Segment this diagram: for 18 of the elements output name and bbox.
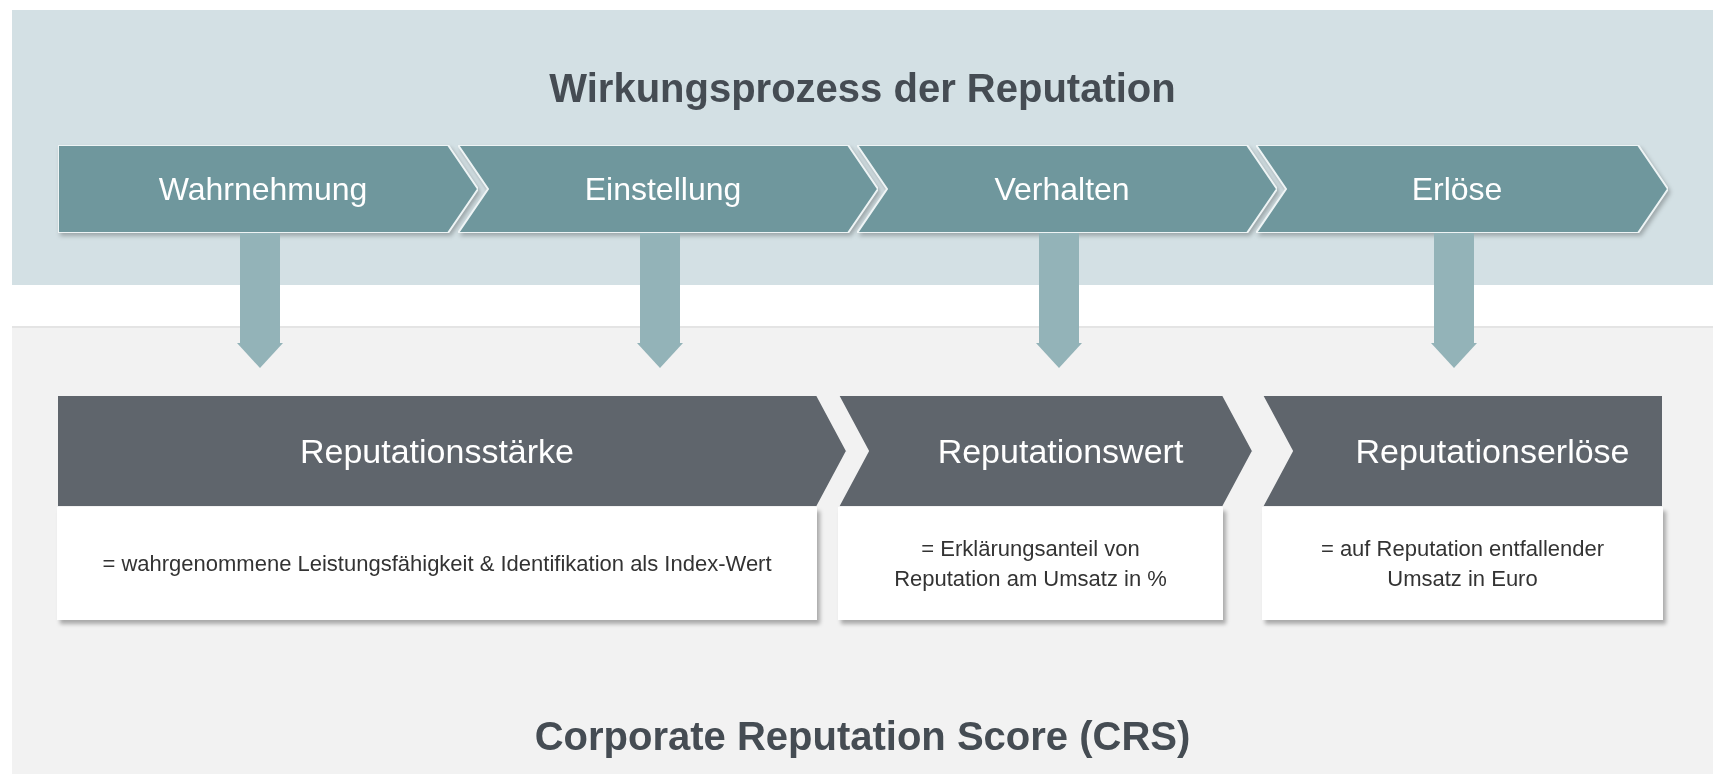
down-arrow [1036,233,1082,368]
section-title: Corporate Reputation Score (CRS) [533,716,1192,756]
card-heading: Reputationserlöse [1355,434,1630,468]
card-description: = Erklärungsanteil von Reputation am Umsatz in % [893,534,1168,593]
card-heading: Reputationsstärke [299,434,574,468]
step-label: Wahrnehmung [158,173,368,205]
card-description: = auf Reputation entfallender Umsatz in Euro [1319,534,1606,593]
section-panel [12,10,1713,285]
step-label: Erlöse [1411,173,1503,205]
down-arrow [237,233,283,368]
card-heading: Reputationswert [937,434,1184,468]
step-label: Einstellung [584,173,742,205]
section-title: Wirkungsprozess der Reputation [548,68,1177,108]
down-arrow [637,233,683,368]
down-arrow [1431,233,1477,368]
card-description: = wahrgenommene Leistungsfähigkeit & Identifikation als Index-Wert [102,549,772,578]
section-panel [12,326,1713,774]
step-label: Verhalten [994,173,1130,205]
